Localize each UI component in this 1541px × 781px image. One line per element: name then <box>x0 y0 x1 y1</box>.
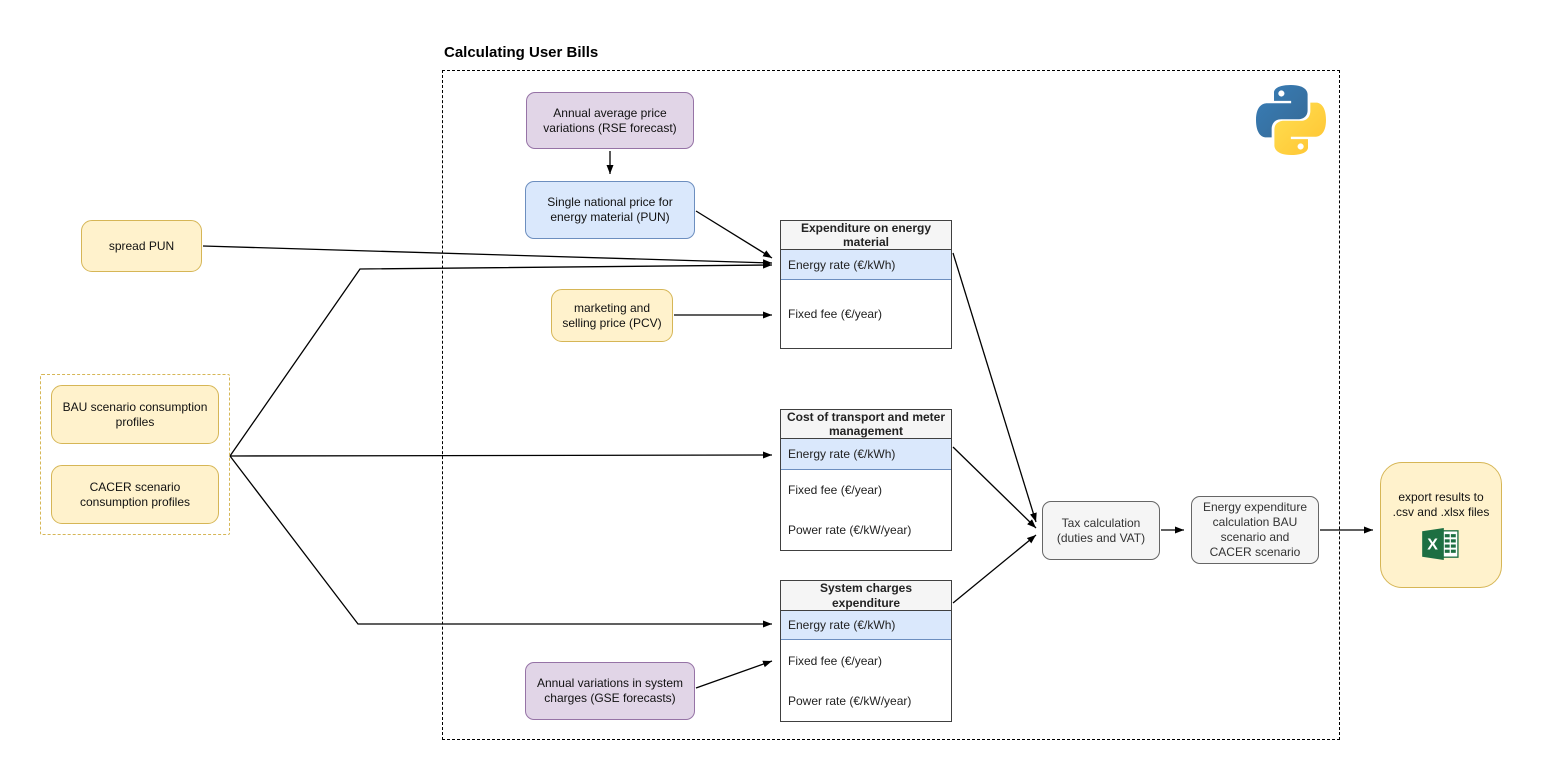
node-label: marketing and selling price (PCV) <box>562 300 662 330</box>
table-transport-meter-cost[interactable]: Cost of transport and meter management E… <box>780 409 952 551</box>
consumption-profiles-group[interactable] <box>40 374 230 535</box>
node-annual-price-variations[interactable]: Annual average price variations (RSE for… <box>526 92 694 149</box>
node-label: Energy expenditure calculation BAU scena… <box>1202 500 1308 559</box>
node-label: BAU scenario consumption profiles <box>62 399 208 429</box>
table-row-fixed-fee[interactable]: Fixed fee (€/year) <box>788 653 883 668</box>
table-row-energy-rate[interactable]: Energy rate (€/kWh) <box>781 439 951 470</box>
python-icon <box>1256 85 1326 155</box>
python-section-frame <box>442 70 1340 740</box>
table-row-energy-rate[interactable]: Energy rate (€/kWh) <box>781 611 951 640</box>
table-row-power-rate[interactable]: Power rate (€/kW/year) <box>788 694 912 708</box>
table-header: System charges expenditure <box>781 581 951 611</box>
node-label: Annual variations in system charges (GSE… <box>536 676 684 705</box>
table-system-charges[interactable]: System charges expenditure Energy rate (… <box>780 580 952 722</box>
svg-text:X: X <box>1427 537 1438 554</box>
diagram-title: Calculating User Bills <box>444 44 599 61</box>
node-tax-calculation[interactable]: Tax calculation (duties and VAT) <box>1042 501 1160 560</box>
node-label: export results to .csv and .xlsx files <box>1392 490 1490 519</box>
table-row-fixed-fee[interactable]: Fixed fee (€/year) <box>788 483 883 497</box>
node-label: Single national price for energy materia… <box>547 195 673 224</box>
node-label: CACER scenario consumption profiles <box>79 479 191 509</box>
node-single-national-price[interactable]: Single national price for energy materia… <box>525 181 695 239</box>
node-energy-expenditure-calculation[interactable]: Energy expenditure calculation BAU scena… <box>1191 496 1319 564</box>
excel-icon: X <box>1422 528 1459 560</box>
node-export-results[interactable]: export results to .csv and .xlsx files X <box>1380 462 1502 588</box>
table-row-power-rate[interactable]: Power rate (€/kW/year) <box>788 523 912 537</box>
node-label: Tax calculation (duties and VAT) <box>1056 515 1146 545</box>
table-row-energy-rate[interactable]: Energy rate (€/kWh) <box>781 250 951 280</box>
table-header: Cost of transport and meter management <box>781 410 951 439</box>
node-cacer-profiles[interactable]: CACER scenario consumption profiles <box>51 465 219 524</box>
node-label: Annual average price variations (RSE for… <box>543 105 677 135</box>
table-expenditure-energy-material[interactable]: Expenditure on energy material Energy ra… <box>780 220 952 349</box>
node-pcv-price[interactable]: marketing and selling price (PCV) <box>551 289 673 342</box>
table-row-fixed-fee[interactable]: Fixed fee (€/year) <box>788 307 883 321</box>
node-label: spread PUN <box>108 238 175 253</box>
node-bau-profiles[interactable]: BAU scenario consumption profiles <box>51 385 219 444</box>
table-header: Expenditure on energy material <box>781 221 951 250</box>
node-system-charges-variations[interactable]: Annual variations in system charges (GSE… <box>525 662 695 720</box>
node-spread-pun[interactable]: spread PUN <box>81 220 202 272</box>
